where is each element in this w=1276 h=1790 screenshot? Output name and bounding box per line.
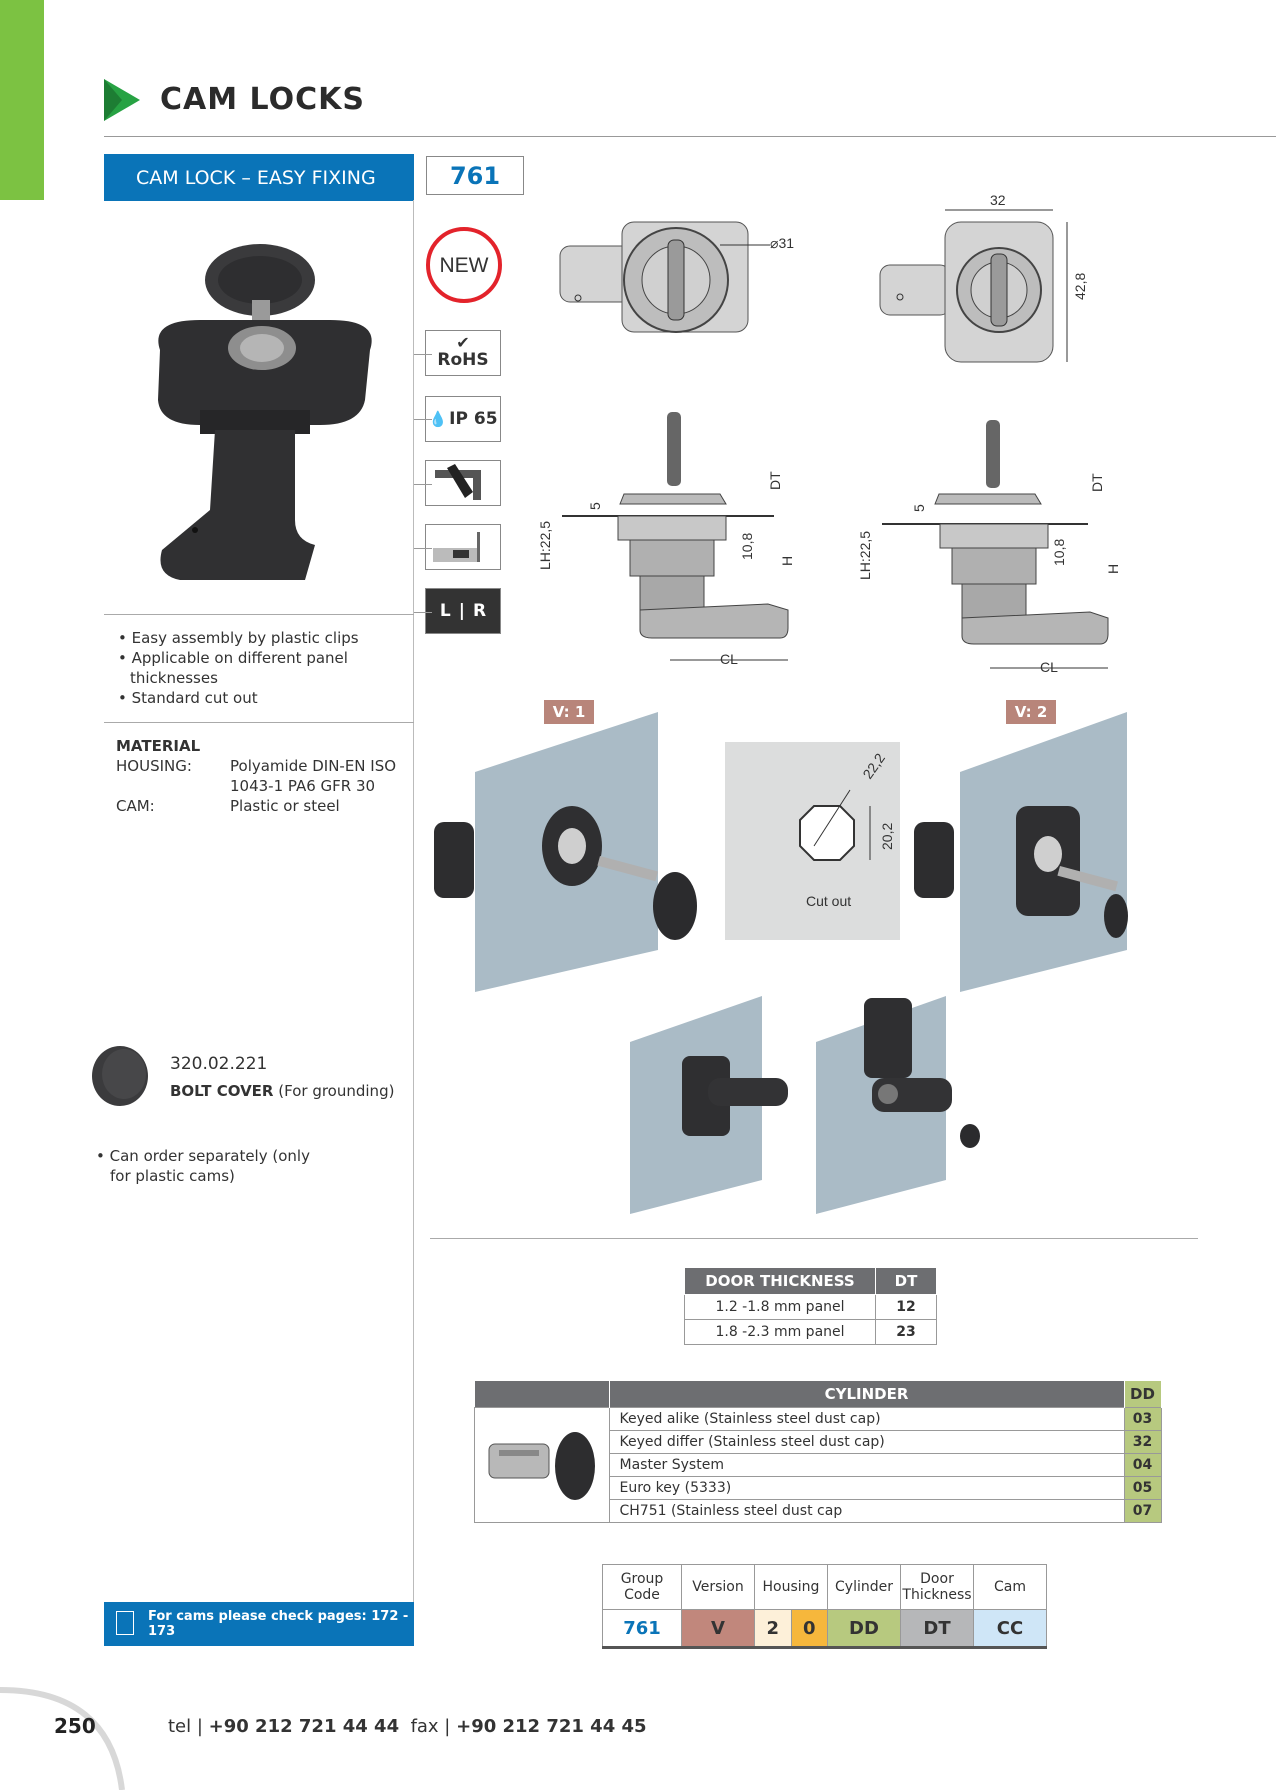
svg-text:NEW: NEW [440, 254, 489, 277]
svg-text:H: H [779, 556, 795, 566]
side-view-2: LH:22,5 5 10,8 DT H CL [857, 420, 1121, 675]
clip-assembly-images [630, 996, 980, 1214]
svg-text:5: 5 [587, 502, 603, 510]
material-row: CAM: Plastic or steel [116, 797, 340, 815]
title-divider [104, 136, 1276, 137]
feature-item: • Standard cut out [118, 689, 258, 707]
material-row: HOUSING: Polyamide DIN-EN ISO 1043-1 PA6… [116, 757, 397, 795]
cylinder-photo [474, 1407, 610, 1523]
tick [414, 354, 432, 355]
page-icon [116, 1611, 134, 1635]
cams-note-bar: For cams please check pages: 172 - 173 [104, 1602, 414, 1646]
feature-item: • Applicable on different panel thicknes… [118, 649, 348, 687]
page-number: 250 [54, 1714, 96, 1738]
front-view-1: ⌀31 [559, 221, 794, 333]
green-side-tab [0, 0, 44, 200]
cutout-drawing: 22,2 20,2 Cut out [725, 742, 900, 940]
title-arrow-icon [104, 79, 140, 121]
svg-text:10,8: 10,8 [1051, 539, 1067, 566]
bolt-cover-note: • Can order separately (only for plastic… [96, 1147, 310, 1185]
order-code-cell: CC [973, 1609, 1047, 1649]
mounting-images: 22,2 20,2 Cut out [434, 712, 1128, 992]
tick [414, 548, 432, 549]
svg-text:32: 32 [990, 192, 1006, 208]
side-view-1: LH:22,5 5 10,8 DT H CL [537, 412, 795, 667]
table-row: Keyed alike (Stainless steel dust cap) 0… [474, 1407, 1162, 1523]
product-photo [158, 244, 372, 580]
table-row: Keyed differ (Stainless steel dust cap) … [475, 1430, 1162, 1454]
bolt-cover-label: BOLT COVER (For grounding) [170, 1082, 395, 1100]
order-code-table: Group Code Version Housing Cylinder Door… [602, 1564, 1047, 1649]
water-drop-icon: 💧 [428, 410, 448, 428]
product-code: 761 [426, 156, 524, 195]
section-divider [104, 614, 414, 615]
tick [414, 419, 432, 420]
panel-mount-icon [425, 460, 501, 506]
check-icon: ✔ [456, 333, 470, 352]
table-row: CH751 (Stainless steel dust cap 07 [475, 1499, 1162, 1523]
features-list: • Easy assembly by plastic clips • Appli… [116, 628, 396, 708]
footer-contact: tel | +90 212 721 44 44 fax | +90 212 72… [168, 1716, 647, 1737]
svg-text:42,8: 42,8 [1072, 273, 1088, 300]
svg-text:CL: CL [720, 651, 738, 667]
material-heading: MATERIAL [116, 737, 201, 755]
material-block: MATERIAL HOUSING: Polyamide DIN-EN ISO 1… [116, 736, 416, 816]
version-1-label: V: 1 [544, 700, 594, 724]
technical-drawings: ⌀31 32 42,8 LH:22,5 5 10,8 DT H CL [537, 192, 1121, 675]
svg-text:H: H [1105, 564, 1121, 574]
section-divider [430, 1238, 1198, 1239]
tick [414, 612, 432, 613]
left-right-badge: L|R [425, 588, 501, 634]
order-code-cell: 0 [790, 1609, 828, 1649]
cylinder-table: CYLINDER DD Keyed alike (Stainless steel… [474, 1381, 1162, 1523]
front-view-2: 32 42,8 [879, 192, 1088, 363]
table-row: 1.2 -1.8 mm panel 12 [684, 1294, 937, 1320]
svg-text:Cut out: Cut out [806, 893, 851, 909]
tick [414, 484, 432, 485]
svg-text:LH:22,5: LH:22,5 [537, 521, 553, 570]
page-corner-curve [0, 1687, 125, 1790]
ip65-badge: 💧IP 65 [425, 396, 501, 442]
version-2-label: V: 2 [1006, 700, 1056, 724]
left-column-divider [413, 200, 414, 1646]
table-row: 1.8 -2.3 mm panel 23 [684, 1319, 937, 1345]
order-code-cell: 761 [602, 1609, 682, 1649]
table-row: Euro key (5333) 05 [475, 1476, 1162, 1500]
order-code-cell: DT [900, 1609, 974, 1649]
order-code-cell: DD [827, 1609, 901, 1649]
feature-item: • Easy assembly by plastic clips [118, 629, 359, 647]
order-code-cell: 2 [754, 1609, 792, 1649]
bolt-cover-code: 320.02.221 [170, 1054, 268, 1074]
panel-side-icon [425, 524, 501, 570]
rohs-badge: ✔ RoHS [425, 330, 501, 376]
section-divider [104, 722, 414, 723]
door-thickness-table: DOOR THICKNESS DT 1.2 -1.8 mm panel 12 1… [684, 1267, 937, 1345]
svg-text:DT: DT [767, 471, 783, 490]
table-row: Master System 04 [475, 1453, 1162, 1477]
new-badge: NEW [426, 227, 502, 303]
svg-text:CL: CL [1040, 659, 1058, 675]
order-code-cell: V [681, 1609, 755, 1649]
svg-text:LH:22,5: LH:22,5 [857, 531, 873, 580]
svg-text:⌀31: ⌀31 [770, 235, 794, 251]
product-title-bar: CAM LOCK – EASY FIXING [104, 154, 414, 201]
svg-text:10,8: 10,8 [739, 533, 755, 560]
svg-text:DT: DT [1089, 473, 1105, 492]
svg-text:20,2: 20,2 [879, 823, 895, 850]
svg-text:5: 5 [911, 504, 927, 512]
page-title: CAM LOCKS [160, 82, 365, 117]
bolt-cover-photo [92, 1046, 148, 1106]
